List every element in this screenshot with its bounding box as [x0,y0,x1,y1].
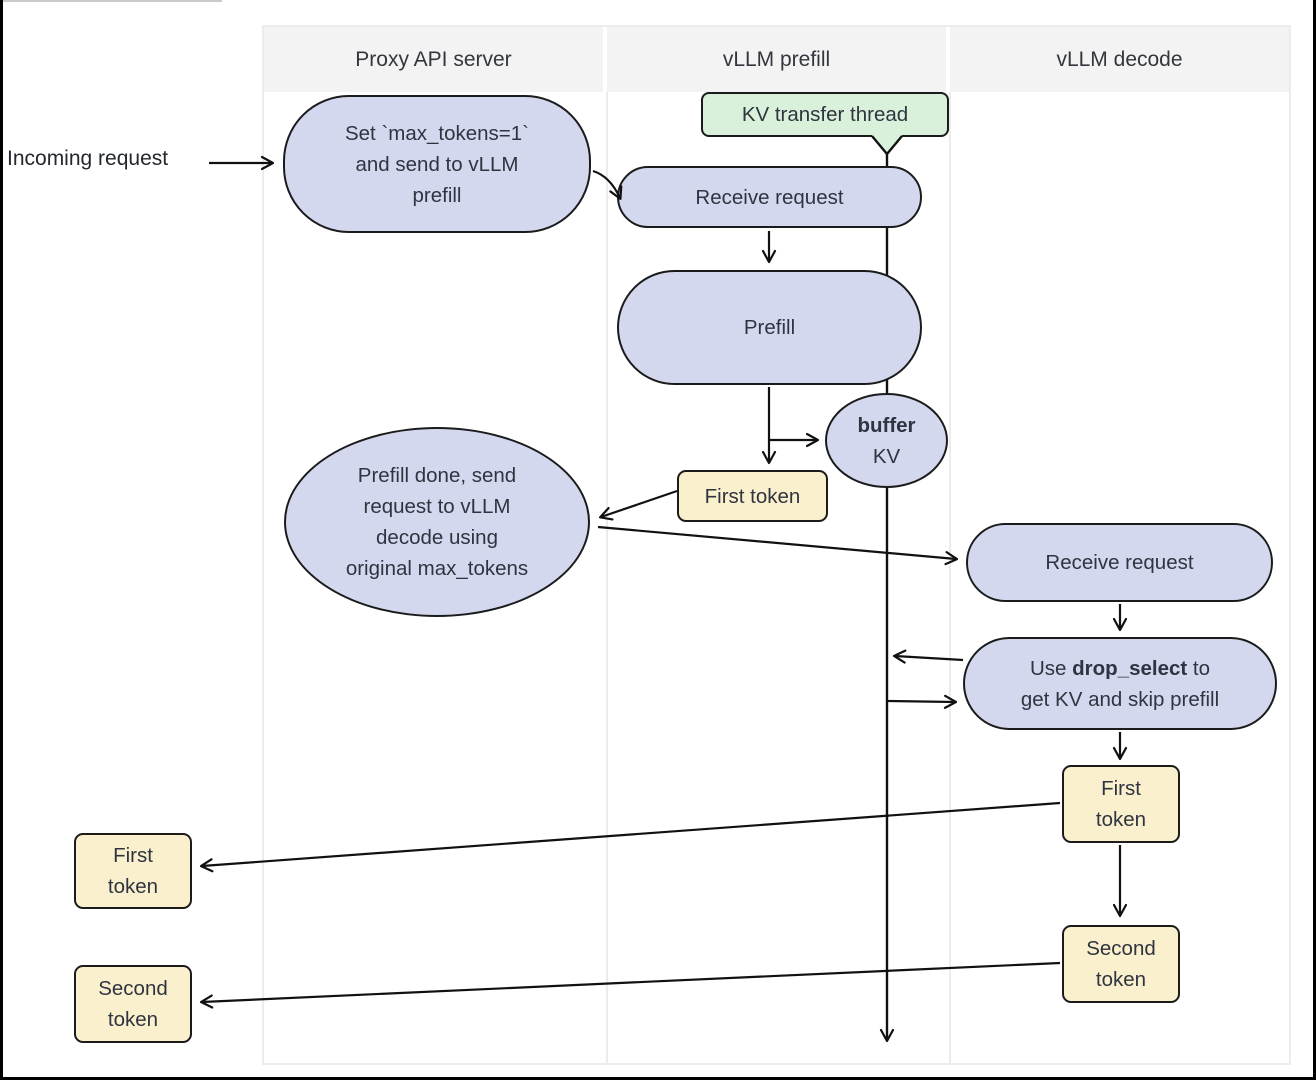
node-text: KV transfer thread [741,103,909,126]
node-receive-request-decode: Receive request [966,523,1273,602]
node-drop-select: Use drop_select to get KV and skip prefi… [963,637,1277,730]
node-text: get KV and skip prefill [1020,687,1220,711]
node-first-token-prefill: First token [677,470,828,522]
lane-header-decode: vLLM decode [950,27,1289,92]
lane-header-proxy: Proxy API server [264,27,603,92]
node-text: Receive request [1045,551,1194,574]
node-text: Set `max_tokens=1` [344,121,530,145]
node-text: and send to vLLM [355,152,519,176]
node-buffer-kv: buffer KV [825,393,948,488]
node-text: Second [98,977,168,1000]
node-text-bold: drop_select [1072,656,1188,680]
node-text: Prefill [743,316,796,339]
node-text: to [1187,656,1211,680]
node-text: First token [704,484,801,508]
node-second-token-out: Second token [74,965,192,1043]
node-text: Use [1029,656,1073,680]
node-text: token [1095,808,1147,831]
node-first-token-out: First token [74,833,192,909]
lane-header-prefill: vLLM prefill [607,27,946,92]
node-second-token-decode: Second token [1062,925,1180,1003]
incoming-request-label: Incoming request [7,147,169,170]
node-text: token [107,1008,159,1031]
node-text: request to vLLM [363,495,511,518]
node-text: decode using [376,526,498,549]
node-text-bold: buffer [857,413,916,437]
node-text: original max_tokens [345,557,529,580]
node-text: Second [1086,937,1156,960]
node-text: Prefill done, send [357,464,517,487]
lane-divider-1 [606,92,608,1063]
node-text: prefill [412,183,462,207]
lane-header-row: Proxy API server vLLM prefill vLLM decod… [264,27,1289,92]
node-text: token [1095,968,1147,991]
top-border-segment [0,0,222,2]
node-first-token-decode: First token [1062,765,1180,843]
node-text: First [113,844,153,867]
node-text: Receive request [695,185,844,209]
node-kv-transfer-thread: KV transfer thread [701,92,949,137]
node-text: First [1101,777,1141,800]
lane-divider-2 [949,92,951,1063]
node-text: token [107,875,159,898]
node-text: KV [872,444,901,468]
node-prefill-done: Prefill done, send request to vLLM decod… [284,427,590,617]
node-set-max-tokens: Set `max_tokens=1` and send to vLLM pref… [283,95,591,233]
node-receive-request-prefill: Receive request [617,166,922,228]
node-prefill: Prefill [617,270,922,385]
